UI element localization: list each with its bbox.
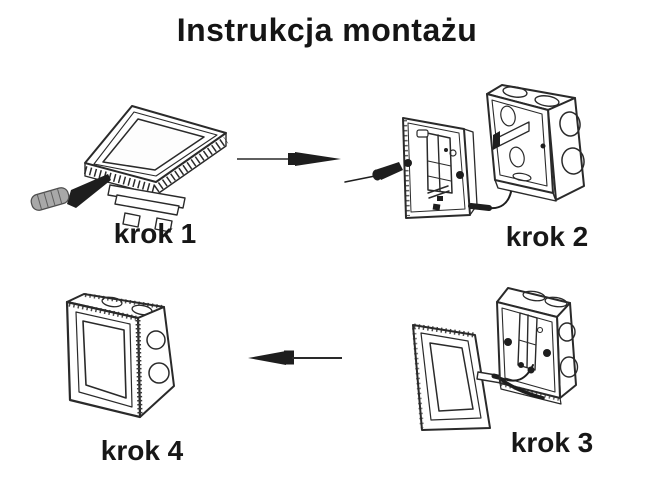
wire (471, 192, 511, 208)
screw-icon (345, 162, 403, 182)
step-2-label: krok 2 (505, 221, 589, 252)
wall-box (487, 85, 586, 201)
wire (501, 365, 543, 398)
step-4-figure (48, 283, 193, 438)
step-3-figure (388, 270, 643, 435)
step3-illustration (388, 270, 643, 435)
step-3-label: krok 3 (510, 427, 594, 458)
device-front-panel (85, 106, 226, 195)
page-title: Instrukcja montażu (176, 12, 478, 48)
step2-illustration (337, 58, 642, 233)
arrow-left-icon (244, 345, 346, 371)
step-1-figure (30, 78, 240, 238)
wall-box-with-plate (497, 288, 578, 404)
mounting-plate (403, 118, 477, 218)
assembled-device (67, 294, 174, 417)
arrow-right-icon (233, 146, 345, 172)
step-1-label: krok 1 (113, 218, 197, 249)
step4-illustration (48, 283, 193, 438)
screwdriver-icon (30, 174, 111, 212)
step-4-label: krok 4 (100, 435, 184, 466)
front-panel (413, 325, 490, 430)
device-back-housing (108, 185, 185, 232)
step1-illustration (30, 78, 240, 238)
step-2-figure (337, 58, 642, 233)
